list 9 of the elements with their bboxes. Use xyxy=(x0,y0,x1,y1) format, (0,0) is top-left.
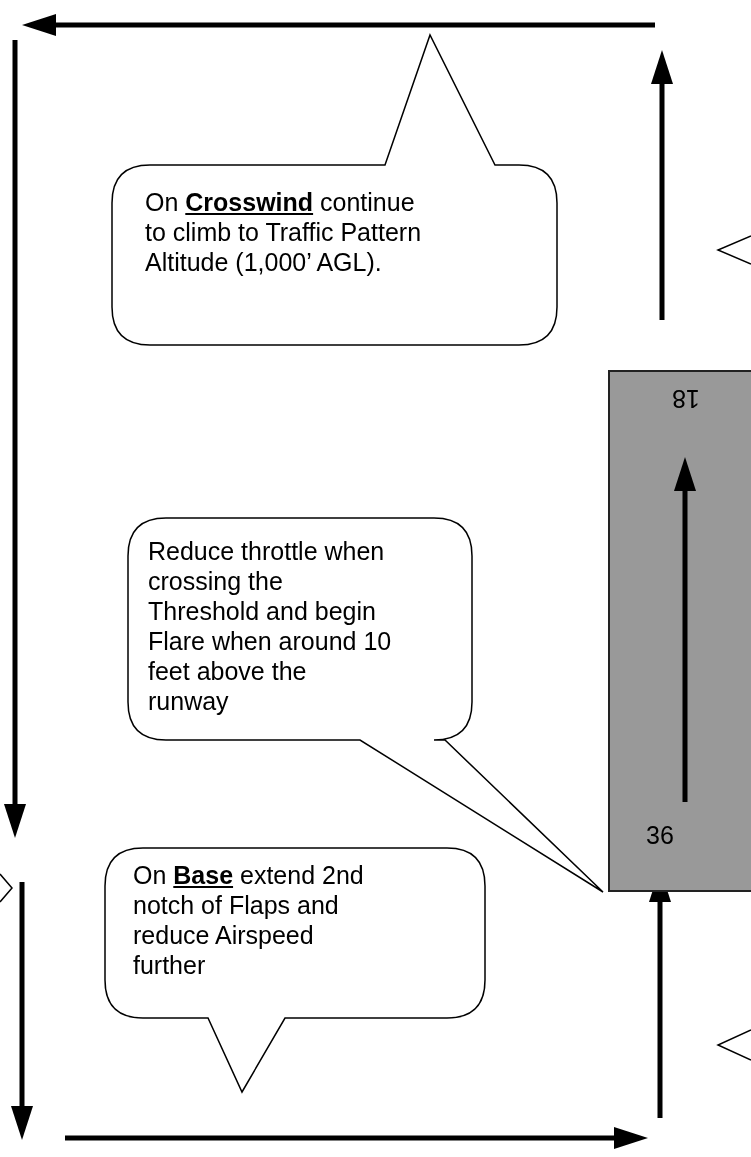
callout-text: Reduce throttle when crossing the Threshold and begin Flare when around 10 feet above the runway xyxy=(148,536,393,716)
speech-bubble xyxy=(128,518,603,892)
callout-text: On Crosswind continue to climb to Traffic Pattern Altitude (1,000’ AGL). xyxy=(145,187,423,277)
runway-number: 18 xyxy=(672,384,700,414)
speech-bubble xyxy=(105,848,485,1092)
speech-bubble xyxy=(112,35,557,345)
callout-text: On Base extend 2nd notch of Flaps and reduce Airspeed further xyxy=(133,860,365,980)
runway-number: 36 xyxy=(646,820,674,850)
runway xyxy=(608,370,751,892)
